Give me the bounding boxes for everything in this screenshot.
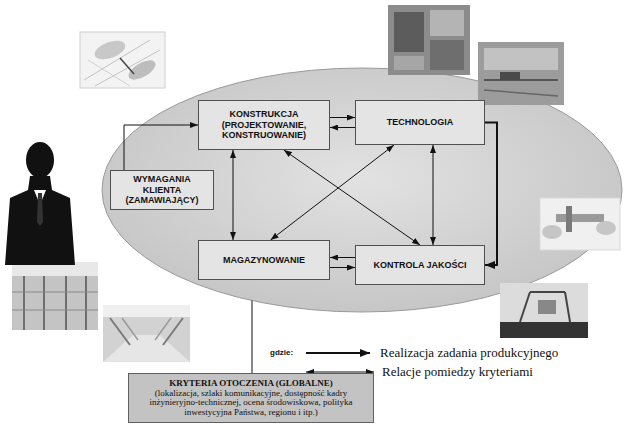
box-label: TECHNOLOGIA — [387, 117, 454, 127]
box-label: KRYTERIA OTOCZENIA (GLOBALNE) — [169, 379, 333, 389]
process-box: MAGAZYNOWANIE — [198, 240, 330, 280]
box-label: WYMAGANIA KLIENTA (ZAMAWIAJĄCY) — [115, 174, 209, 205]
client-silhouette — [5, 142, 75, 265]
relation-arrow — [284, 150, 420, 245]
box-description: (lokalizacja, szlaki komunikacyjne, dost… — [134, 389, 368, 417]
relation-arrow — [233, 150, 234, 240]
relation-arrow — [271, 145, 394, 240]
relation-arrow — [433, 145, 434, 245]
process-box: KONSTRUKCJA (PROJEKTOWANIE, KONSTRUOWANI… — [198, 100, 330, 150]
process-box: KONTROLA JAKOŚCI — [355, 245, 485, 285]
warehouse-photo — [103, 305, 190, 362]
box-label: MAGAZYNOWANIE — [223, 255, 305, 265]
inspection-photo — [500, 283, 588, 338]
legend-text: Realizacja zadania produkcyjnego — [380, 345, 558, 360]
production-flow-arrow — [485, 123, 497, 266]
relation-arrow — [124, 125, 198, 170]
relation-arrow — [330, 117, 355, 118]
legend-text: Relacje pomiedzy kryteriami — [382, 364, 533, 379]
process-box: TECHNOLOGIA — [355, 100, 485, 145]
box-label: KONSTRUKCJA (PROJEKTOWANIE, KONSTRUOWANI… — [203, 109, 325, 140]
warehouse-photo — [12, 262, 98, 330]
legend-sample-line — [306, 352, 370, 354]
leader-line — [252, 301, 253, 373]
criteria-box: KRYTERIA OTOCZENIA (GLOBALNE)(lokalizacj… — [128, 373, 374, 423]
input-box: WYMAGANIA KLIENTA (ZAMAWIAJĄCY) — [110, 170, 214, 210]
box-label: KONTROLA JAKOŚCI — [373, 260, 466, 270]
relation-arrow — [330, 267, 355, 268]
machine-photo — [478, 42, 564, 105]
relation-arrow — [330, 257, 355, 258]
legend-heading: gdzie: — [270, 348, 293, 358]
design-photo — [80, 32, 165, 88]
relation-arrow — [330, 127, 355, 128]
machine-photo — [388, 5, 470, 75]
measurement-photo — [540, 198, 620, 250]
